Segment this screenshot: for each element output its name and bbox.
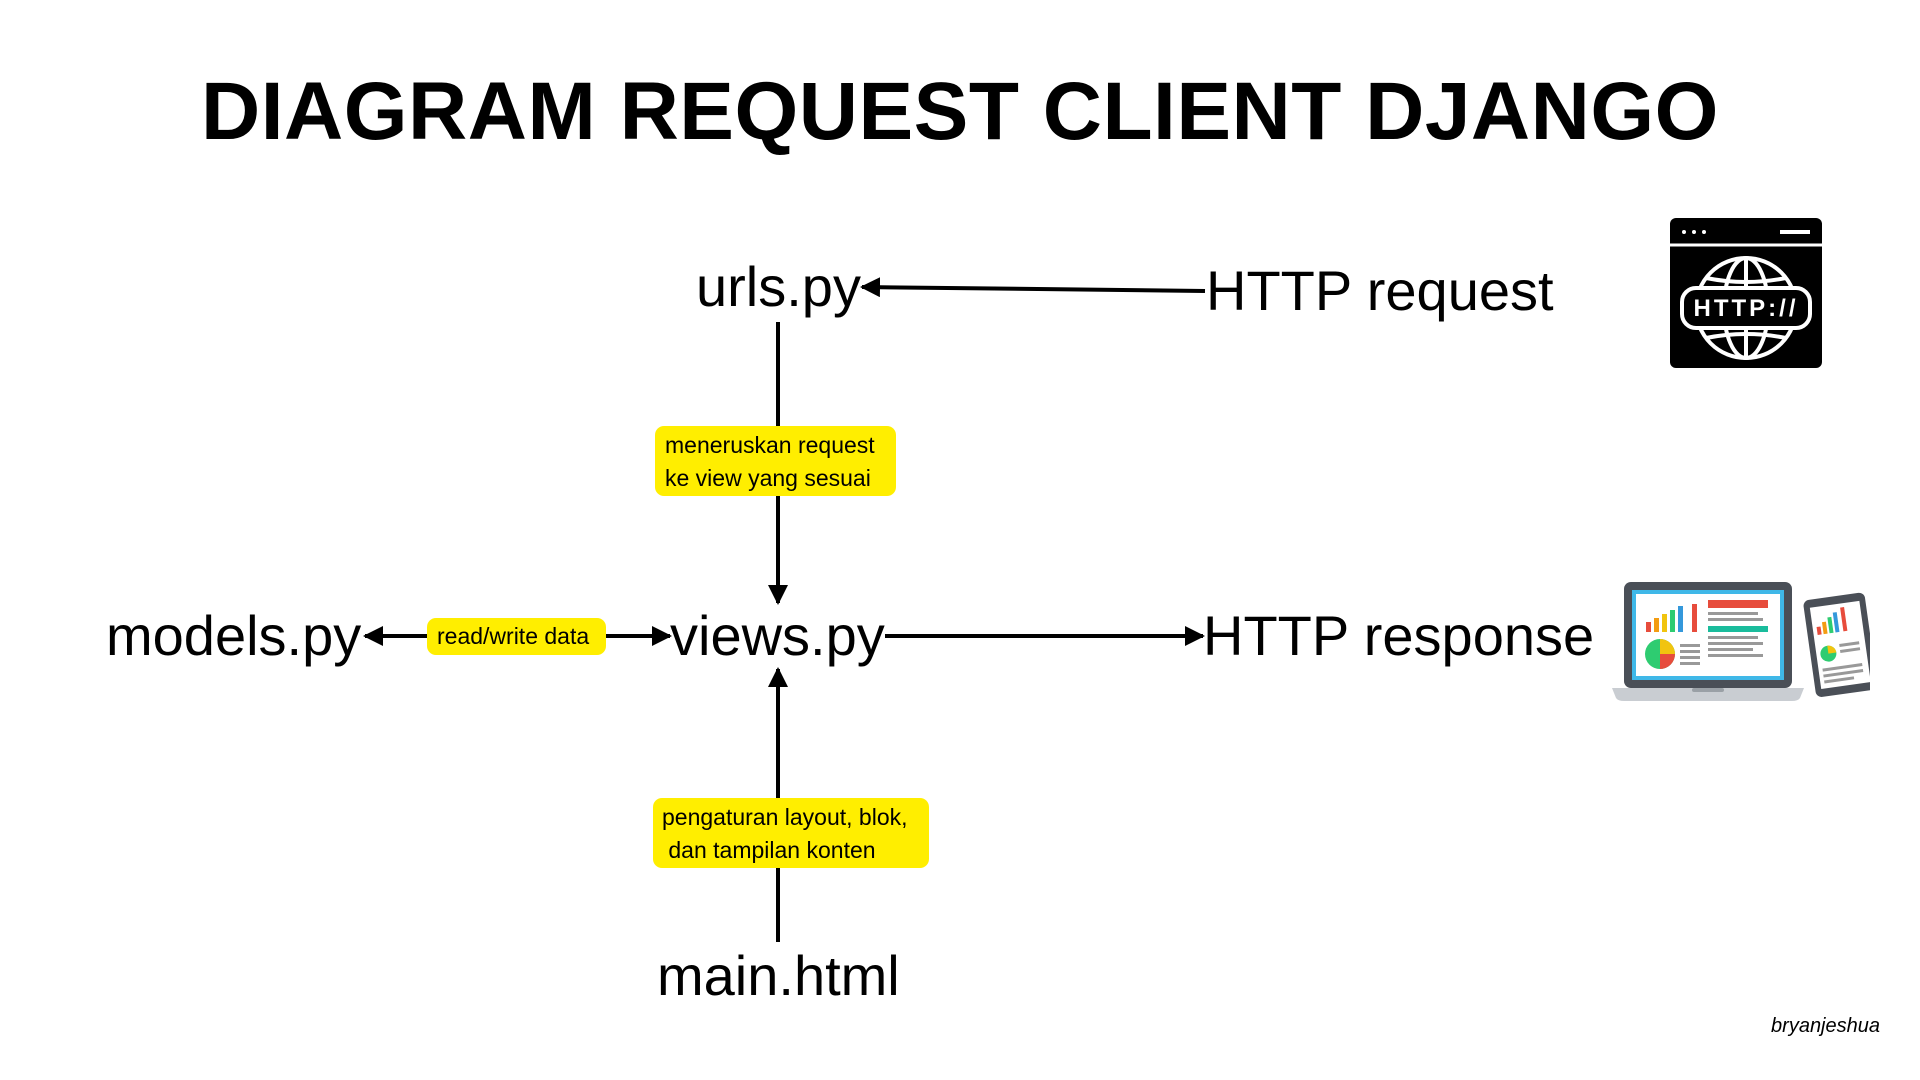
label-main-to-views: pengaturan layout, blok, dan tampilan ko… — [653, 798, 929, 868]
browser-http-globe-icon: HTTP:// — [1670, 218, 1822, 368]
laptop-tablet-dashboard-icon — [1612, 582, 1870, 701]
author-credit: bryanjeshua — [1771, 1015, 1880, 1037]
diagram-title: DIAGRAM REQUEST CLIENT DJANGO — [201, 66, 1719, 157]
node-views-py: views.py — [670, 604, 885, 667]
node-models-py: models.py — [106, 604, 362, 667]
node-main-html: main.html — [657, 944, 900, 1007]
http-icon-text: HTTP:// — [1694, 295, 1799, 322]
node-http-request: HTTP request — [1206, 259, 1554, 322]
arrow-request-to-urls — [860, 277, 1206, 298]
label-models-views: read/write data — [427, 618, 606, 655]
label-urls-to-views: meneruskan request ke view yang sesuai — [655, 426, 896, 496]
node-urls-py: urls.py — [696, 255, 861, 318]
node-http-response: HTTP response — [1203, 604, 1595, 667]
